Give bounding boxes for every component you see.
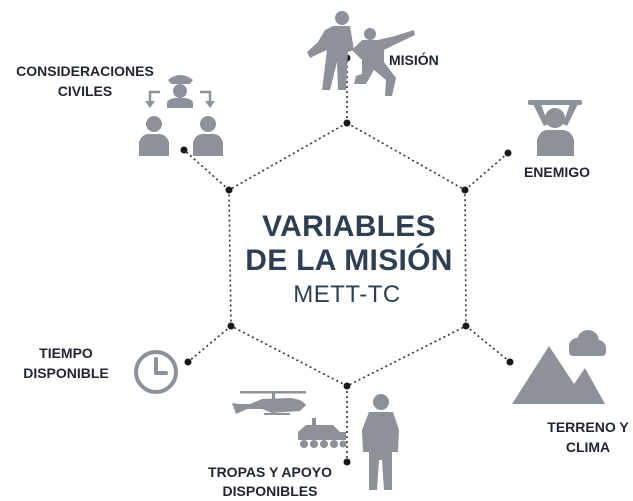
label-terreno-line2: CLIMA <box>566 439 610 455</box>
label-tiempo-line2: DISPONIBLE <box>23 365 109 381</box>
label-civiles-line2: CIVILES <box>58 83 112 99</box>
clock-icon <box>134 350 178 394</box>
center-subtitle: METT-TC <box>293 281 400 308</box>
label-terreno-line1: TERRENO Y <box>547 419 629 435</box>
label-tiempo-line1: TIEMPO <box>39 345 93 361</box>
label-tropas-line1: TROPAS Y APOYO <box>208 464 332 480</box>
label-mision: MISIÓN <box>389 51 439 68</box>
center-title-line2: DE LA MISIÓN <box>245 243 453 277</box>
connector-enemigo <box>464 152 509 191</box>
soldiers-pointing-icon <box>307 11 415 96</box>
connectors <box>183 58 511 462</box>
label-civiles-line1: CONSIDERACIONES <box>16 63 154 79</box>
connector-terreno <box>465 325 511 363</box>
mountain-cloud-icon <box>512 330 606 404</box>
civilians-officer-icon <box>139 75 223 156</box>
connector-civiles <box>183 149 230 191</box>
label-tropas-line2: DISPONIBLES <box>223 483 318 499</box>
surrendering-soldier-icon <box>528 100 582 156</box>
center-title-line1: VARIABLES <box>262 210 436 243</box>
connector-tiempo <box>187 325 232 363</box>
helicopter-tank-soldier-icon <box>232 391 399 490</box>
label-enemigo: ENEMIGO <box>524 164 590 180</box>
